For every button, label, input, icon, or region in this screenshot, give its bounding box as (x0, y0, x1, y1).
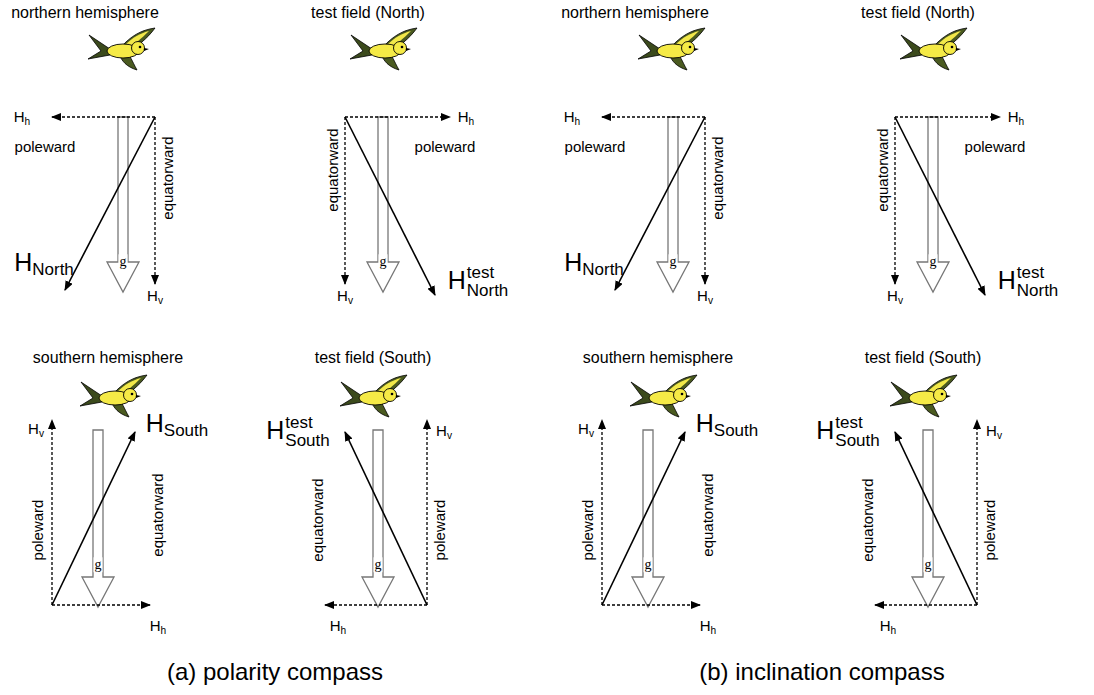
field-label: HSouth (146, 410, 209, 441)
component-label: Hh (700, 618, 717, 636)
component-label: Hv (337, 288, 353, 306)
field-label: HtestNorth (998, 264, 1059, 300)
gravity-label: g (644, 557, 653, 572)
gravity-label: g (379, 254, 388, 269)
direction-label: poleward (30, 500, 47, 561)
direction-label: equatorward (150, 473, 167, 556)
direction-label: equatorward (860, 478, 877, 561)
direction-label: poleward (982, 500, 999, 561)
polarity-panel (52, 28, 450, 607)
direction-label: equatorward (160, 136, 177, 219)
panel-title: northern hemisphere (11, 4, 159, 22)
component-label: Hh (564, 109, 581, 127)
component-label: Hv (986, 423, 1002, 441)
field-label: HtestSouth (266, 414, 330, 450)
component-label: Hv (697, 288, 713, 306)
component-label: Hv (28, 421, 44, 439)
component-label: Hh (150, 618, 167, 636)
panel-caption: (b) inclination compass (699, 659, 944, 685)
field-label: HNorth (14, 249, 74, 280)
direction-label: equatorward (700, 473, 717, 556)
component-label: Hh (14, 109, 31, 127)
gravity-label: g (929, 254, 938, 269)
gravity-label: g (94, 557, 103, 572)
component-label: Hh (880, 618, 897, 636)
direction-label: poleward (15, 139, 76, 156)
field-label: HNorth (564, 249, 624, 280)
panel-title: test field (South) (865, 349, 982, 367)
direction-label: poleward (965, 139, 1026, 156)
component-label: Hv (887, 288, 903, 306)
inclination-panel (602, 28, 1000, 607)
component-label: Hh (1008, 109, 1025, 127)
panel-title: test field (South) (315, 349, 432, 367)
gravity-label: g (374, 557, 383, 572)
component-label: Hv (578, 421, 594, 439)
direction-label: equatorward (710, 136, 727, 219)
component-label: Hv (436, 423, 452, 441)
panel-caption: (a) polarity compass (167, 659, 383, 685)
component-label: Hh (330, 618, 347, 636)
component-label: Hh (458, 109, 475, 127)
gravity-label: g (924, 557, 933, 572)
panel-title: southern hemisphere (33, 349, 183, 367)
panel-title: northern hemisphere (561, 4, 709, 22)
gravity-label: g (669, 254, 678, 269)
direction-label: equatorward (310, 478, 327, 561)
direction-label: poleward (415, 139, 476, 156)
gravity-label: g (119, 254, 128, 269)
panel-title: test field (North) (311, 4, 425, 22)
panel-title: test field (North) (861, 4, 975, 22)
direction-label: equatorward (325, 128, 342, 211)
direction-label: equatorward (875, 128, 892, 211)
field-label: HtestSouth (816, 414, 880, 450)
direction-label: poleward (565, 139, 626, 156)
field-label: HtestNorth (448, 264, 509, 300)
panel-title: southern hemisphere (583, 349, 733, 367)
direction-label: poleward (432, 500, 449, 561)
field-label: HSouth (696, 410, 759, 441)
component-label: Hv (147, 288, 163, 306)
direction-label: poleward (580, 500, 597, 561)
